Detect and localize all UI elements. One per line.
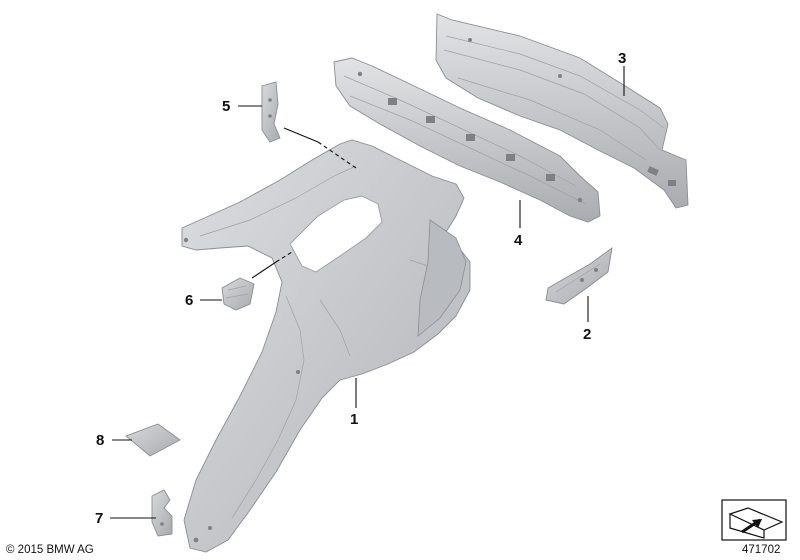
callout-3: 3 bbox=[618, 50, 626, 67]
part-4-cross-member bbox=[333, 57, 601, 223]
copyright-text: © 2015 BMW AG bbox=[6, 544, 94, 556]
callout-6: 6 bbox=[185, 292, 193, 309]
part-1-side-panel bbox=[181, 139, 471, 553]
part-7-bracket bbox=[151, 489, 173, 537]
callout-4: 4 bbox=[514, 232, 523, 249]
callout-7: 7 bbox=[95, 510, 103, 527]
callout-1: 1 bbox=[350, 411, 358, 428]
part-2-reinforcement bbox=[545, 246, 613, 305]
callout-2: 2 bbox=[583, 326, 591, 343]
part-3-rear-panel bbox=[435, 13, 689, 209]
callout-5: 5 bbox=[222, 98, 230, 115]
part-5-bracket bbox=[261, 81, 281, 143]
callout-labels: 1 2 3 4 5 6 7 8 bbox=[95, 50, 626, 527]
car-orientation-icon bbox=[721, 499, 787, 541]
part-6-bracket bbox=[221, 277, 255, 311]
callout-8: 8 bbox=[96, 432, 104, 449]
leader-lines bbox=[110, 66, 625, 519]
part-8-pad bbox=[125, 423, 181, 457]
diagram-number: 471702 bbox=[742, 544, 780, 556]
